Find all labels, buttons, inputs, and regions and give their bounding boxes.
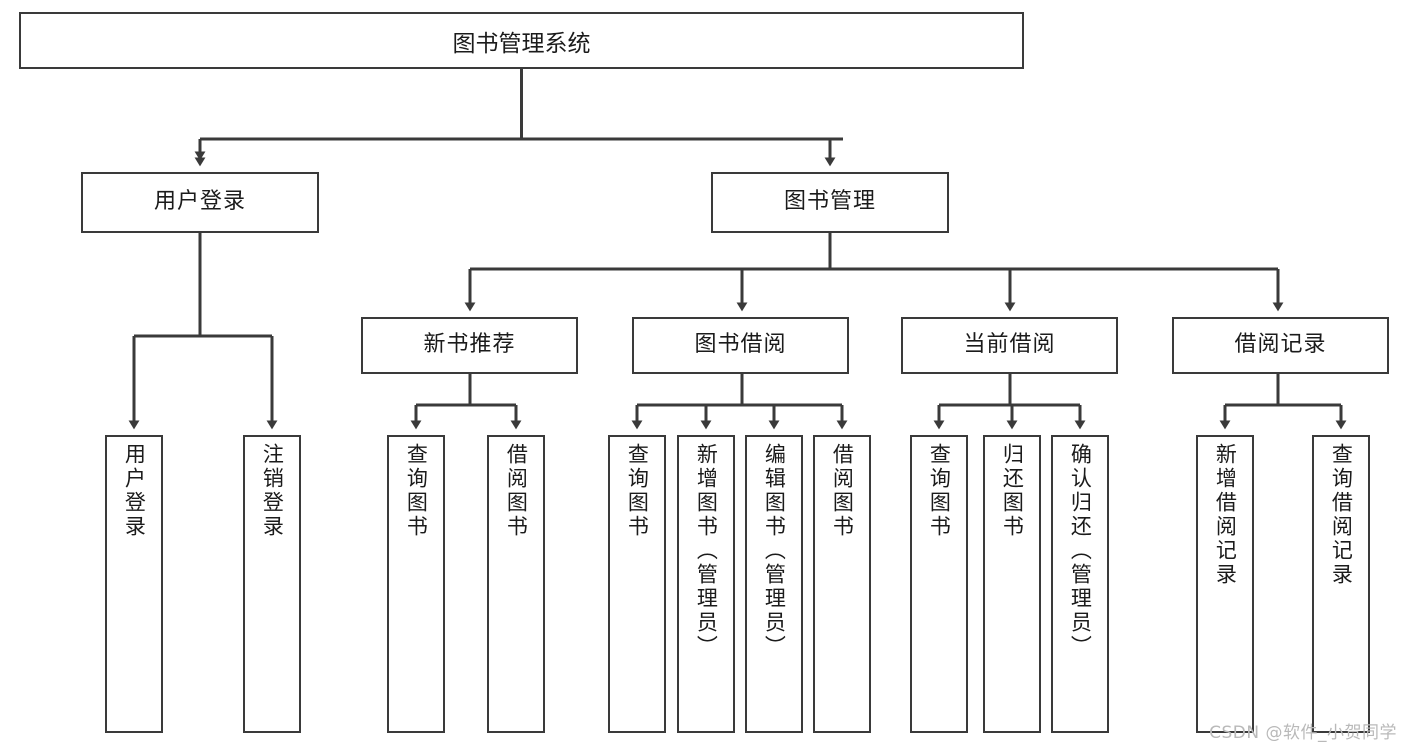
node-leaf-edit-book-admin-label: 编辑图书（管理员） (762, 443, 787, 659)
node-leaf-add-borrow-record[interactable]: 新增借阅记录 (1196, 435, 1254, 733)
node-leaf-confirm-return-admin-label: 确认归还（管理员） (1068, 443, 1093, 659)
node-book-borrow[interactable]: 图书借阅 (632, 317, 849, 374)
node-user-login[interactable]: 用户登录 (81, 172, 319, 233)
node-leaf-query-book-1-label: 查询图书 (404, 443, 429, 539)
node-leaf-return-book[interactable]: 归还图书 (983, 435, 1041, 733)
node-leaf-logout-login-label: 注销登录 (260, 443, 285, 539)
node-borrow-record-label: 借阅记录 (1234, 332, 1327, 358)
node-leaf-edit-book-admin[interactable]: 编辑图书（管理员） (745, 435, 803, 733)
node-leaf-user-login-label: 用户登录 (122, 443, 147, 539)
node-borrow-record[interactable]: 借阅记录 (1172, 317, 1389, 374)
node-book-manage[interactable]: 图书管理 (711, 172, 949, 233)
node-root-label: 图书管理系统 (452, 30, 591, 57)
node-new-book-recommend[interactable]: 新书推荐 (361, 317, 578, 374)
node-root[interactable]: 图书管理系统 (19, 12, 1024, 69)
node-leaf-query-borrow-record-label: 查询借阅记录 (1329, 443, 1354, 587)
node-leaf-add-borrow-record-label: 新增借阅记录 (1213, 443, 1238, 587)
node-leaf-query-book-2-label: 查询图书 (625, 443, 650, 539)
node-leaf-borrow-book-2-label: 借阅图书 (830, 443, 855, 539)
node-current-borrow[interactable]: 当前借阅 (901, 317, 1118, 374)
node-leaf-return-book-label: 归还图书 (1000, 443, 1025, 539)
node-current-borrow-label: 当前借阅 (963, 332, 1056, 358)
node-book-manage-label: 图书管理 (783, 189, 876, 215)
node-user-login-label: 用户登录 (153, 189, 246, 215)
node-new-book-recommend-label: 新书推荐 (423, 332, 516, 358)
node-book-borrow-label: 图书借阅 (694, 332, 787, 358)
node-leaf-add-book-admin[interactable]: 新增图书（管理员） (677, 435, 735, 733)
node-leaf-confirm-return-admin[interactable]: 确认归还（管理员） (1051, 435, 1109, 733)
node-leaf-query-book-1[interactable]: 查询图书 (387, 435, 445, 733)
node-leaf-borrow-book-2[interactable]: 借阅图书 (813, 435, 871, 733)
node-leaf-borrow-book-1[interactable]: 借阅图书 (487, 435, 545, 733)
node-leaf-user-login[interactable]: 用户登录 (105, 435, 163, 733)
node-leaf-query-book-2[interactable]: 查询图书 (608, 435, 666, 733)
node-leaf-query-borrow-record[interactable]: 查询借阅记录 (1312, 435, 1370, 733)
node-leaf-borrow-book-1-label: 借阅图书 (504, 443, 529, 539)
node-leaf-add-book-admin-label: 新增图书（管理员） (694, 443, 719, 659)
watermark: CSDN @软件_小贺同学 (1209, 723, 1397, 743)
node-leaf-query-book-3[interactable]: 查询图书 (910, 435, 968, 733)
node-leaf-logout-login[interactable]: 注销登录 (243, 435, 301, 733)
node-leaf-query-book-3-label: 查询图书 (927, 443, 952, 539)
